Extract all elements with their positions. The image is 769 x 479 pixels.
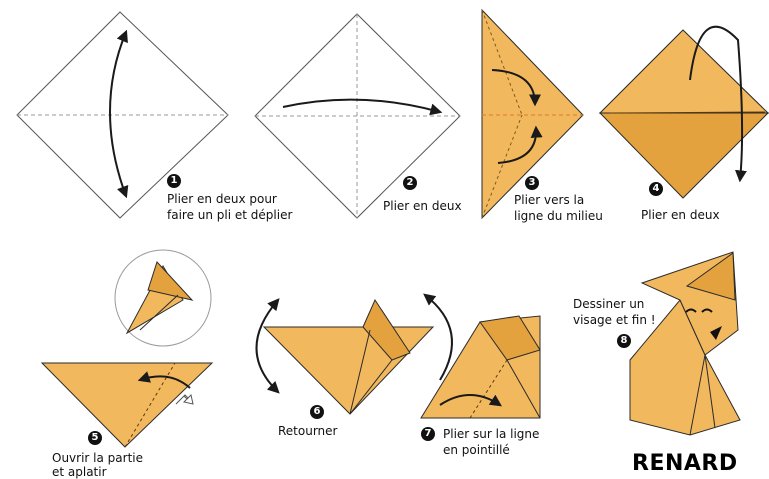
step-5-number: 5	[88, 431, 102, 445]
fold-arrow	[689, 25, 747, 183]
step-2-caption-line-1: Plier en deux	[383, 199, 462, 213]
crease-line	[609, 111, 766, 114]
fox-ear	[685, 252, 736, 301]
step-5-caption-line-1: Ouvrir la partie	[52, 451, 143, 465]
step-1-figure	[16, 11, 229, 219]
turn-arrow	[423, 293, 453, 381]
step-1-caption-line-2: faire un pli et déplier	[167, 208, 293, 222]
step-6-caption-line-1: Retourner	[278, 424, 338, 438]
paper-detail	[147, 261, 194, 301]
fold-arrow	[109, 29, 129, 199]
crease-line	[481, 114, 523, 219]
step-7-figure	[420, 293, 541, 419]
step-6-figure	[255, 298, 435, 415]
step-6-number: 6	[310, 405, 324, 419]
step-1-caption-line-1: Plier en deux pour	[167, 192, 277, 206]
step-3-caption-line-1: Plier vers la	[514, 193, 585, 207]
paper-triangle	[262, 326, 435, 415]
fold-arrow	[439, 394, 502, 407]
step-8-caption-line-1: Dessiner un	[573, 297, 645, 311]
fox-eye	[685, 308, 697, 313]
paper-kite	[481, 8, 584, 220]
step-4-figure	[598, 25, 769, 199]
diagram-title: RENARD	[632, 451, 738, 476]
step-8-number: 8	[617, 334, 631, 348]
crease-line	[481, 9, 523, 116]
step-7-number: 7	[421, 427, 435, 441]
step-4-number: 4	[649, 182, 663, 196]
step-5-figure	[40, 249, 214, 448]
step-3-figure	[481, 8, 584, 220]
fold-arrow	[497, 125, 543, 164]
step-7-caption-line-1: Plier sur la ligne	[443, 427, 540, 441]
fox-nose	[710, 326, 722, 340]
step-8-figure	[629, 251, 741, 436]
step-3-number: 3	[525, 176, 539, 190]
fold-arrow	[282, 98, 443, 116]
step-1-number: 1	[167, 174, 181, 188]
paper-triangle	[40, 362, 214, 448]
step-2-number: 2	[403, 176, 417, 190]
fold-arrow	[491, 69, 541, 107]
step-8-caption-line-2: visage et fin !	[573, 313, 656, 327]
step-4-caption-line-1: Plier en deux	[641, 208, 720, 222]
fold-arrow	[137, 371, 191, 389]
paper-kite	[598, 29, 769, 114]
paper-ear	[479, 315, 541, 361]
open-hand-arrow-icon	[175, 394, 194, 405]
crease-line	[124, 362, 176, 448]
step-3-caption-line-2: ligne du milieu	[514, 209, 603, 223]
step-7-caption-line-2: en pointillé	[443, 443, 510, 457]
turn-arrow	[255, 298, 280, 394]
step-2-figure	[254, 13, 461, 219]
fox-eye	[701, 308, 713, 313]
paper-ear	[362, 298, 411, 361]
step-5-caption-line-2: et aplatir	[52, 465, 107, 479]
